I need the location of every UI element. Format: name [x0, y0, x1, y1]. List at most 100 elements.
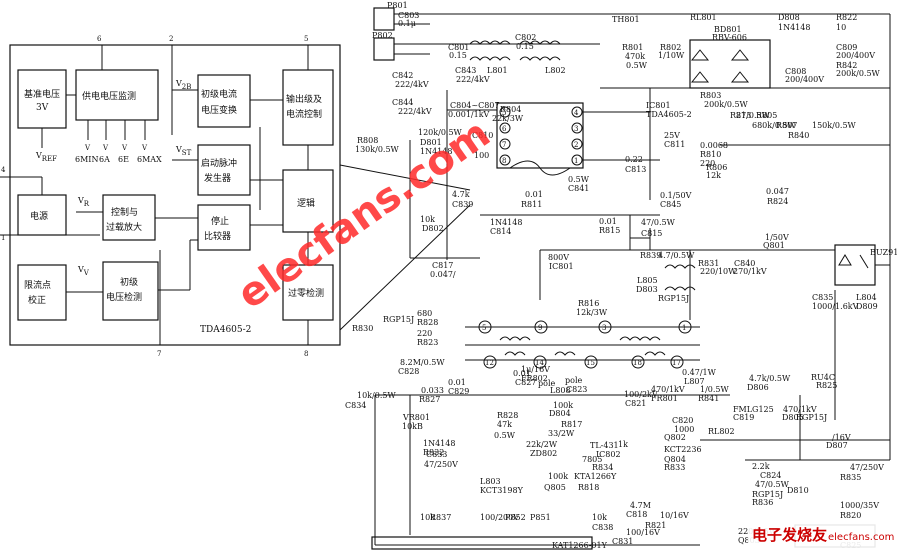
- component-label: R817: [561, 420, 582, 429]
- component-label: 222/4kV: [398, 107, 432, 116]
- component-label: KCT2236: [664, 445, 702, 454]
- component-label: KAT1266-01Y: [552, 541, 608, 550]
- component-label: /16V: [832, 433, 851, 442]
- component-label: VR801: [402, 413, 430, 422]
- component-label: 1μ/16V: [521, 365, 550, 374]
- brand-watermark: 电子发烧友: [752, 526, 827, 544]
- component-label: 100k: [548, 472, 568, 481]
- monitor-pin-6a: 6A: [99, 155, 110, 164]
- component-label: 10k: [592, 513, 607, 522]
- component-label: C803: [398, 11, 419, 20]
- component-label: D801: [420, 138, 442, 147]
- component-label: 100k: [553, 401, 573, 410]
- component-label: 120k/0.5W: [418, 128, 463, 137]
- component-label: R802: [660, 43, 681, 52]
- component-label: P851: [530, 513, 551, 522]
- svg-text:12: 12: [485, 359, 494, 367]
- component-label: D805: [782, 413, 804, 422]
- component-label: D808: [778, 13, 800, 22]
- component-label: RGP15J: [658, 294, 689, 303]
- component-label: 200/400V: [785, 75, 824, 84]
- component-label: R805: [756, 111, 777, 120]
- component-label: C827: [515, 378, 536, 387]
- component-label: P852: [505, 513, 526, 522]
- component-label: IC801: [549, 262, 574, 271]
- output-stage-label: 输出级及: [286, 93, 322, 105]
- component-label: 680: [417, 309, 432, 318]
- component-label: R822: [836, 13, 857, 22]
- component-label: 0.001/1kV: [448, 110, 490, 119]
- component-label: 47/0.5W: [755, 480, 790, 489]
- component-label: TH801: [612, 15, 640, 24]
- svg-text:18: 18: [633, 359, 642, 367]
- component-label: 12k: [706, 171, 721, 180]
- component-label: R810: [700, 150, 721, 159]
- component-label: C801: [448, 43, 469, 52]
- component-label: IC802: [596, 450, 621, 459]
- component-label: 222/4kV: [395, 80, 429, 89]
- component-label: 1/0.5W: [700, 385, 730, 394]
- component-label: P801: [387, 1, 408, 10]
- component-label: P802: [372, 31, 393, 40]
- component-label: 0.047: [766, 187, 789, 196]
- component-label: D809: [856, 302, 878, 311]
- component-label: 100/2kV: [624, 390, 658, 399]
- svg-text:1: 1: [682, 324, 686, 332]
- component-label: 1/50V: [765, 233, 789, 242]
- component-label: R828: [497, 411, 518, 420]
- component-label: 47k: [497, 420, 512, 429]
- component-label: C809: [836, 43, 857, 52]
- component-label: C804~C807: [450, 101, 499, 110]
- svg-text:发生器: 发生器: [204, 172, 231, 184]
- component-label: 8.2M/0.5W: [400, 358, 445, 367]
- pin-2: 2: [169, 35, 173, 43]
- component-label: Q805: [544, 483, 566, 492]
- pin-8: 8: [304, 350, 308, 358]
- block-diagram: 6 2 5 4 1 7 8 基准电压 3V VREF 供电电压监测 V V V …: [0, 35, 471, 358]
- component-label: R811: [521, 200, 542, 209]
- component-label: BD801: [714, 25, 742, 34]
- component-label: 0.01: [513, 369, 531, 378]
- component-label: pole: [565, 376, 582, 385]
- component-label: ZD802: [530, 449, 557, 458]
- component-label: 220: [417, 329, 432, 338]
- component-label: 4.7M: [630, 501, 651, 510]
- component-label: R801: [622, 43, 643, 52]
- component-label: 1/10W: [658, 51, 685, 60]
- component-label: RL801: [690, 13, 717, 22]
- component-label: IC801: [646, 101, 671, 110]
- component-label: C834: [345, 401, 366, 410]
- component-label: RGP15J: [796, 413, 827, 422]
- component-label: Q801: [763, 241, 785, 250]
- component-label: 1N4148: [423, 439, 455, 448]
- ref-voltage-value: 3V: [36, 103, 49, 113]
- component-label: C838: [592, 523, 613, 532]
- site-watermark: elecfans.com: [828, 532, 894, 543]
- svg-text:4: 4: [574, 109, 579, 117]
- svg-text:7: 7: [502, 141, 506, 149]
- component-label: C842: [392, 71, 413, 80]
- component-label: 10k/0.5W: [357, 391, 396, 400]
- vref-label: VREF: [35, 151, 57, 163]
- component-label: R842: [836, 61, 857, 70]
- component-label: 0.15: [449, 51, 467, 60]
- component-label: R824: [767, 197, 788, 206]
- component-label: 0.01: [599, 217, 617, 226]
- component-label: R806: [706, 163, 727, 172]
- component-label: 470/1kV: [783, 405, 817, 414]
- pin-1: 1: [1, 234, 5, 242]
- vv-label: VV: [77, 265, 90, 277]
- component-label: 4.7k/0.5W: [749, 374, 791, 383]
- component-label: R803: [700, 91, 721, 100]
- component-label: 1k: [618, 440, 628, 449]
- svg-text:14: 14: [535, 359, 544, 367]
- pin-6: 6: [97, 35, 102, 43]
- component-label: R835: [840, 473, 861, 482]
- component-label: C817: [432, 261, 453, 270]
- component-label: R837: [430, 513, 451, 522]
- component-label: 470/1kV: [651, 385, 685, 394]
- component-label: 2.2k: [752, 462, 770, 471]
- component-label: 0.01: [448, 378, 466, 387]
- svg-text:V: V: [141, 144, 148, 152]
- component-label: KTA1266Y: [574, 472, 617, 481]
